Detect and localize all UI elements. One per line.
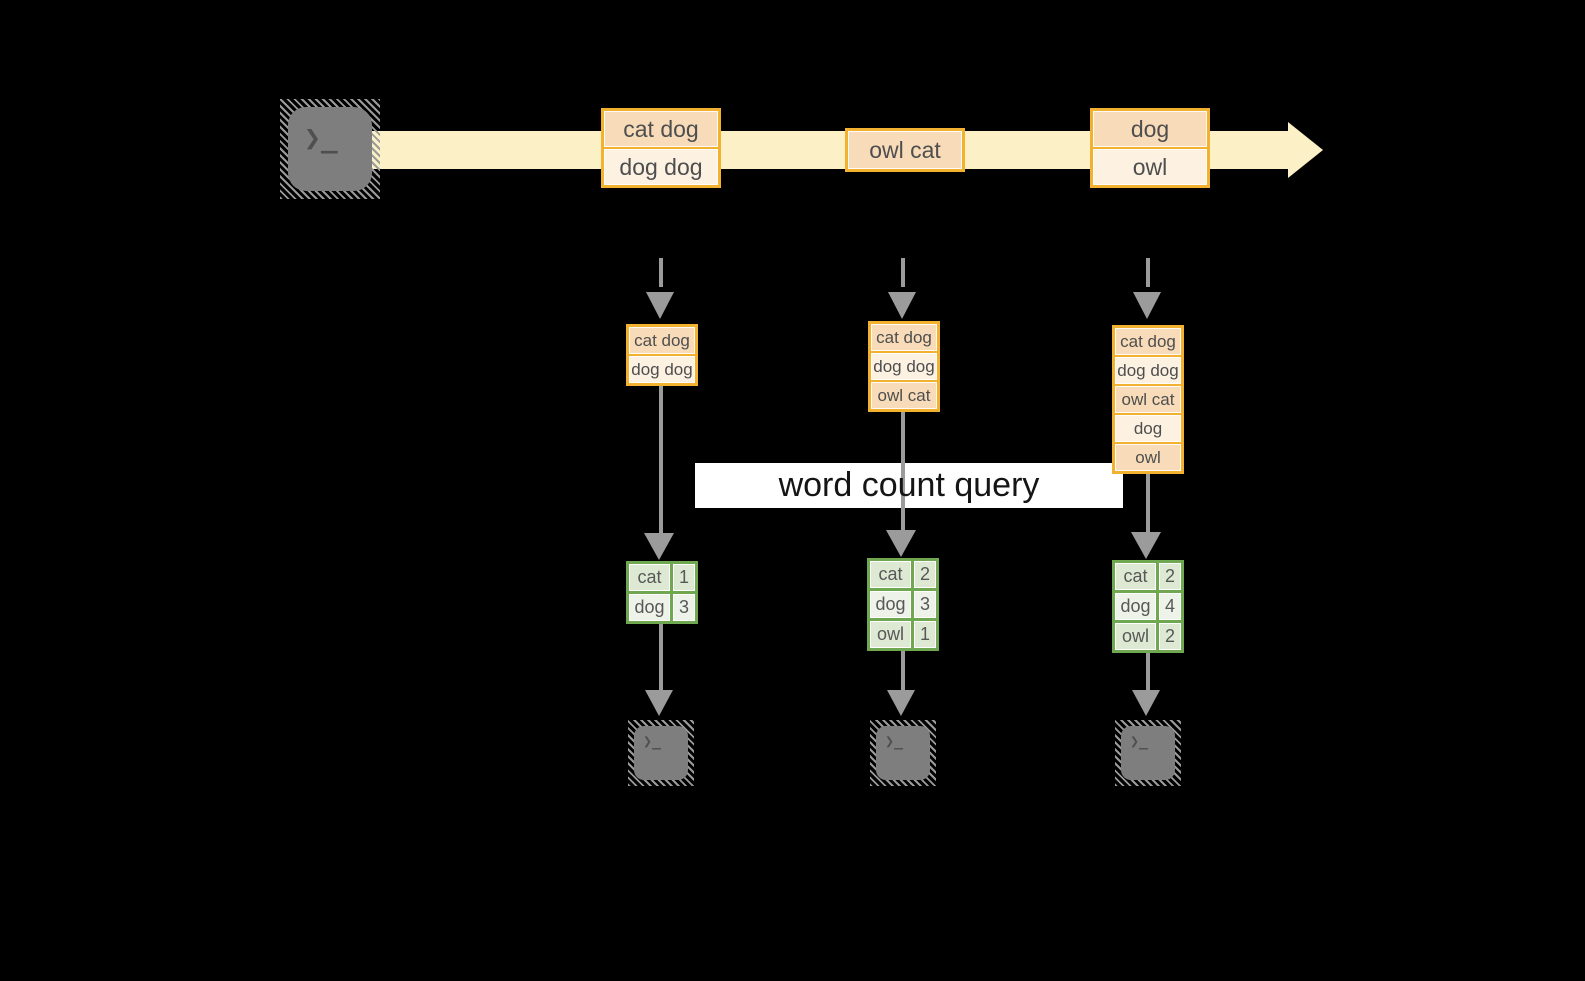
terminal-body: ❯_: [634, 726, 688, 780]
query-banner: word count query: [695, 463, 1123, 508]
count-cell: 4: [1159, 593, 1181, 620]
stack-line: cat dog: [1115, 328, 1181, 355]
stack-line: dog dog: [629, 356, 695, 383]
sink-terminal-icon-3: ❯_: [1115, 720, 1181, 786]
query-banner-label: word count query: [778, 466, 1040, 504]
stack-line: dog dog: [871, 353, 937, 380]
count-table-2: cat 2 dog 3 owl 1: [867, 558, 939, 651]
down-arrowhead: [645, 690, 673, 716]
word-cell: cat: [629, 564, 670, 591]
stack-line: dog dog: [1115, 357, 1181, 384]
count-cell: 1: [673, 564, 695, 591]
terminal-prompt-glyph: ❯_: [885, 732, 904, 750]
stack-line: owl cat: [1115, 386, 1181, 413]
count-cell: 3: [673, 594, 695, 621]
dashed-connector: [901, 258, 905, 287]
dashed-connector: [1146, 258, 1150, 287]
batch-line: owl cat: [848, 131, 962, 169]
count-cell: 2: [914, 561, 936, 588]
down-arrowhead: [1133, 292, 1161, 319]
count-cell: 2: [1159, 623, 1181, 650]
down-arrowhead: [887, 690, 915, 716]
sink-connector: [659, 624, 663, 690]
word-cell: cat: [870, 561, 911, 588]
stack-line: dog: [1115, 415, 1181, 442]
word-cell: cat: [1115, 563, 1156, 590]
word-cell: owl: [870, 621, 911, 648]
word-cell: dog: [1115, 593, 1156, 620]
sink-connector: [901, 651, 905, 690]
query-connector: [659, 385, 663, 533]
down-arrowhead: [644, 533, 674, 560]
terminal-body: ❯_: [876, 726, 930, 780]
terminal-body: ❯_: [288, 107, 372, 191]
sink-terminal-icon-2: ❯_: [870, 720, 936, 786]
batch-line: cat dog: [604, 111, 718, 147]
word-cell: owl: [1115, 623, 1156, 650]
word-cell: dog: [870, 591, 911, 618]
down-arrowhead: [1132, 690, 1160, 716]
stack-line: owl cat: [871, 382, 937, 409]
stream-batch-1: cat dog dog dog: [601, 108, 721, 188]
stack-line: owl: [1115, 444, 1181, 471]
terminal-prompt-glyph: ❯_: [304, 121, 338, 154]
batch-line: dog: [1093, 111, 1207, 147]
count-table-3: cat 2 dog 4 owl 2: [1112, 560, 1184, 653]
query-connector: [901, 411, 905, 530]
stream-arrowhead: [1288, 122, 1323, 178]
input-stack-2: cat dog dog dog owl cat: [868, 321, 940, 412]
batch-line: dog dog: [604, 149, 718, 185]
terminal-body: ❯_: [1121, 726, 1175, 780]
stack-line: cat dog: [871, 324, 937, 351]
down-arrowhead: [1131, 532, 1161, 559]
stream-batch-3: dog owl: [1090, 108, 1210, 188]
batch-line: owl: [1093, 149, 1207, 185]
down-arrowhead: [888, 292, 916, 319]
count-cell: 1: [914, 621, 936, 648]
count-cell: 3: [914, 591, 936, 618]
count-table-1: cat 1 dog 3: [626, 561, 698, 624]
input-stack-1: cat dog dog dog: [626, 324, 698, 386]
source-terminal-icon: ❯_: [280, 99, 380, 199]
down-arrowhead: [646, 292, 674, 319]
stream-batch-2: owl cat: [845, 128, 965, 172]
sink-connector: [1146, 653, 1150, 690]
terminal-prompt-glyph: ❯_: [1130, 732, 1149, 750]
sink-terminal-icon-1: ❯_: [628, 720, 694, 786]
query-connector: [1146, 473, 1150, 532]
terminal-prompt-glyph: ❯_: [643, 732, 662, 750]
input-stack-3: cat dog dog dog owl cat dog owl: [1112, 325, 1184, 474]
dashed-connector: [659, 258, 663, 287]
down-arrowhead: [886, 530, 916, 557]
count-cell: 2: [1159, 563, 1181, 590]
word-cell: dog: [629, 594, 670, 621]
stack-line: cat dog: [629, 327, 695, 354]
